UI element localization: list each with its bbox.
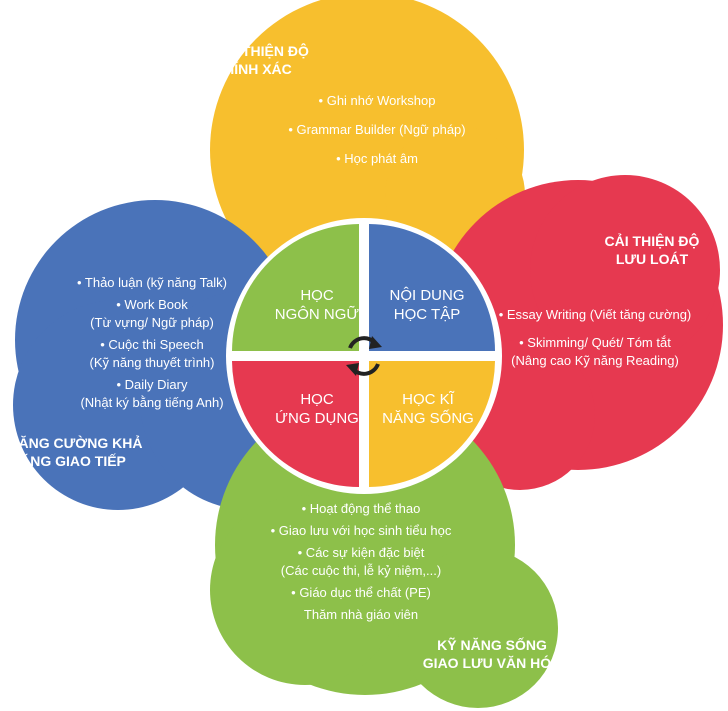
list-item: • Giao lưu với học sinh tiểu học (270, 523, 452, 538)
quadrant-content-label: NỘI DUNG HỌC TẬP (372, 286, 482, 324)
quadrant-language (232, 224, 359, 351)
communication-title-line2: NĂNG GIAO TIẾP (10, 453, 126, 469)
fluency-list: • Essay Writing (Viết tăng cường) • Skim… (490, 306, 700, 370)
cycle-arrows-icon (346, 336, 382, 376)
accuracy-title: CẢI THIỆN ĐỘ CHÍNH XÁC (214, 42, 309, 78)
list-item: • Thảo luận (kỹ năng Talk) (76, 275, 228, 290)
quadrant-label-line: ỨNG DỤNG (275, 410, 359, 427)
list-item: • Học phát âm (336, 151, 418, 166)
quadrant-label-line: HỌC (300, 391, 334, 408)
list-item: • Essay Writing (Viết tăng cường) (498, 307, 692, 322)
quadrant-life (369, 361, 495, 487)
quadrant-content (369, 224, 495, 351)
list-item: • Skimming/ Quét/ Tóm tắt (519, 335, 671, 350)
fluency-title-line2: LƯU LOÁT (615, 251, 689, 267)
list-item: • Grammar Builder (Ngữ pháp) (288, 122, 466, 137)
life-skills-title-line2: GIAO LƯU VĂN HÓA (422, 655, 562, 671)
quadrant-language-label: HỌC NGÔN NGỮ (262, 286, 372, 324)
list-item: • Các sự kiện đặc biệt (297, 545, 425, 560)
list-item: Thăm nhà giáo viên (303, 607, 419, 622)
fluency-title: CẢI THIỆN ĐỘ LƯU LOÁT (592, 232, 712, 268)
life-skills-title: KỸ NĂNG SỐNG GIAO LƯU VĂN HÓA (416, 636, 568, 672)
accuracy-title-line2: CHÍNH XÁC (214, 61, 292, 77)
accuracy-list: • Ghi nhớ Workshop • Grammar Builder (Ng… (262, 92, 492, 168)
quadrant-label-line: HỌC (300, 287, 334, 304)
list-item: • Ghi nhớ Workshop (318, 93, 436, 108)
quadrant-label-line: NĂNG SỐNG (382, 410, 474, 427)
quadrant-label-line: HỌC KĨ (402, 391, 454, 408)
list-item: (Các cuộc thi, lễ kỷ niệm,...) (280, 563, 442, 578)
accuracy-title-line1: CẢI THIỆN ĐỘ (214, 43, 309, 59)
list-item: • Giáo dục thể chất (PE) (291, 585, 431, 600)
quadrant-label-line: HỌC TẬP (393, 306, 461, 323)
communication-list: • Thảo luận (kỹ năng Talk) • Work Book (… (62, 274, 242, 412)
quadrant-label-line: NỘI DUNG (389, 287, 465, 304)
life-skills-title-line1: KỸ NĂNG SỐNG (437, 637, 547, 653)
list-item: (Nhật ký bằng tiếng Anh) (80, 395, 224, 410)
quadrant-applied (232, 361, 359, 488)
list-item: (Từ vựng/ Ngữ pháp) (90, 315, 214, 330)
communication-title-line1: TĂNG CƯỜNG KHẢ (10, 435, 143, 451)
list-item: • Daily Diary (116, 377, 188, 392)
list-item: • Hoạt động thể thao (301, 501, 421, 516)
quadrant-applied-label: HỌC ỨNG DỤNG (262, 390, 372, 428)
list-item: • Cuộc thi Speech (100, 337, 204, 352)
fluency-title-line1: CẢI THIỆN ĐỘ (604, 233, 700, 249)
life-skills-list: • Hoạt động thể thao • Giao lưu với học … (246, 500, 476, 624)
list-item: • Work Book (116, 297, 188, 312)
quadrant-label-line: NGÔN NGỮ (274, 306, 360, 323)
center-circle (226, 218, 502, 494)
list-item: (Nâng cao Kỹ năng Reading) (511, 353, 679, 368)
fluency-blob (433, 175, 723, 490)
communication-title: TĂNG CƯỜNG KHẢ NĂNG GIAO TIẾP (10, 434, 142, 470)
quadrant-life-label: HỌC KĨ NĂNG SỐNG (366, 390, 490, 428)
list-item: (Kỹ năng thuyết trình) (89, 355, 215, 370)
